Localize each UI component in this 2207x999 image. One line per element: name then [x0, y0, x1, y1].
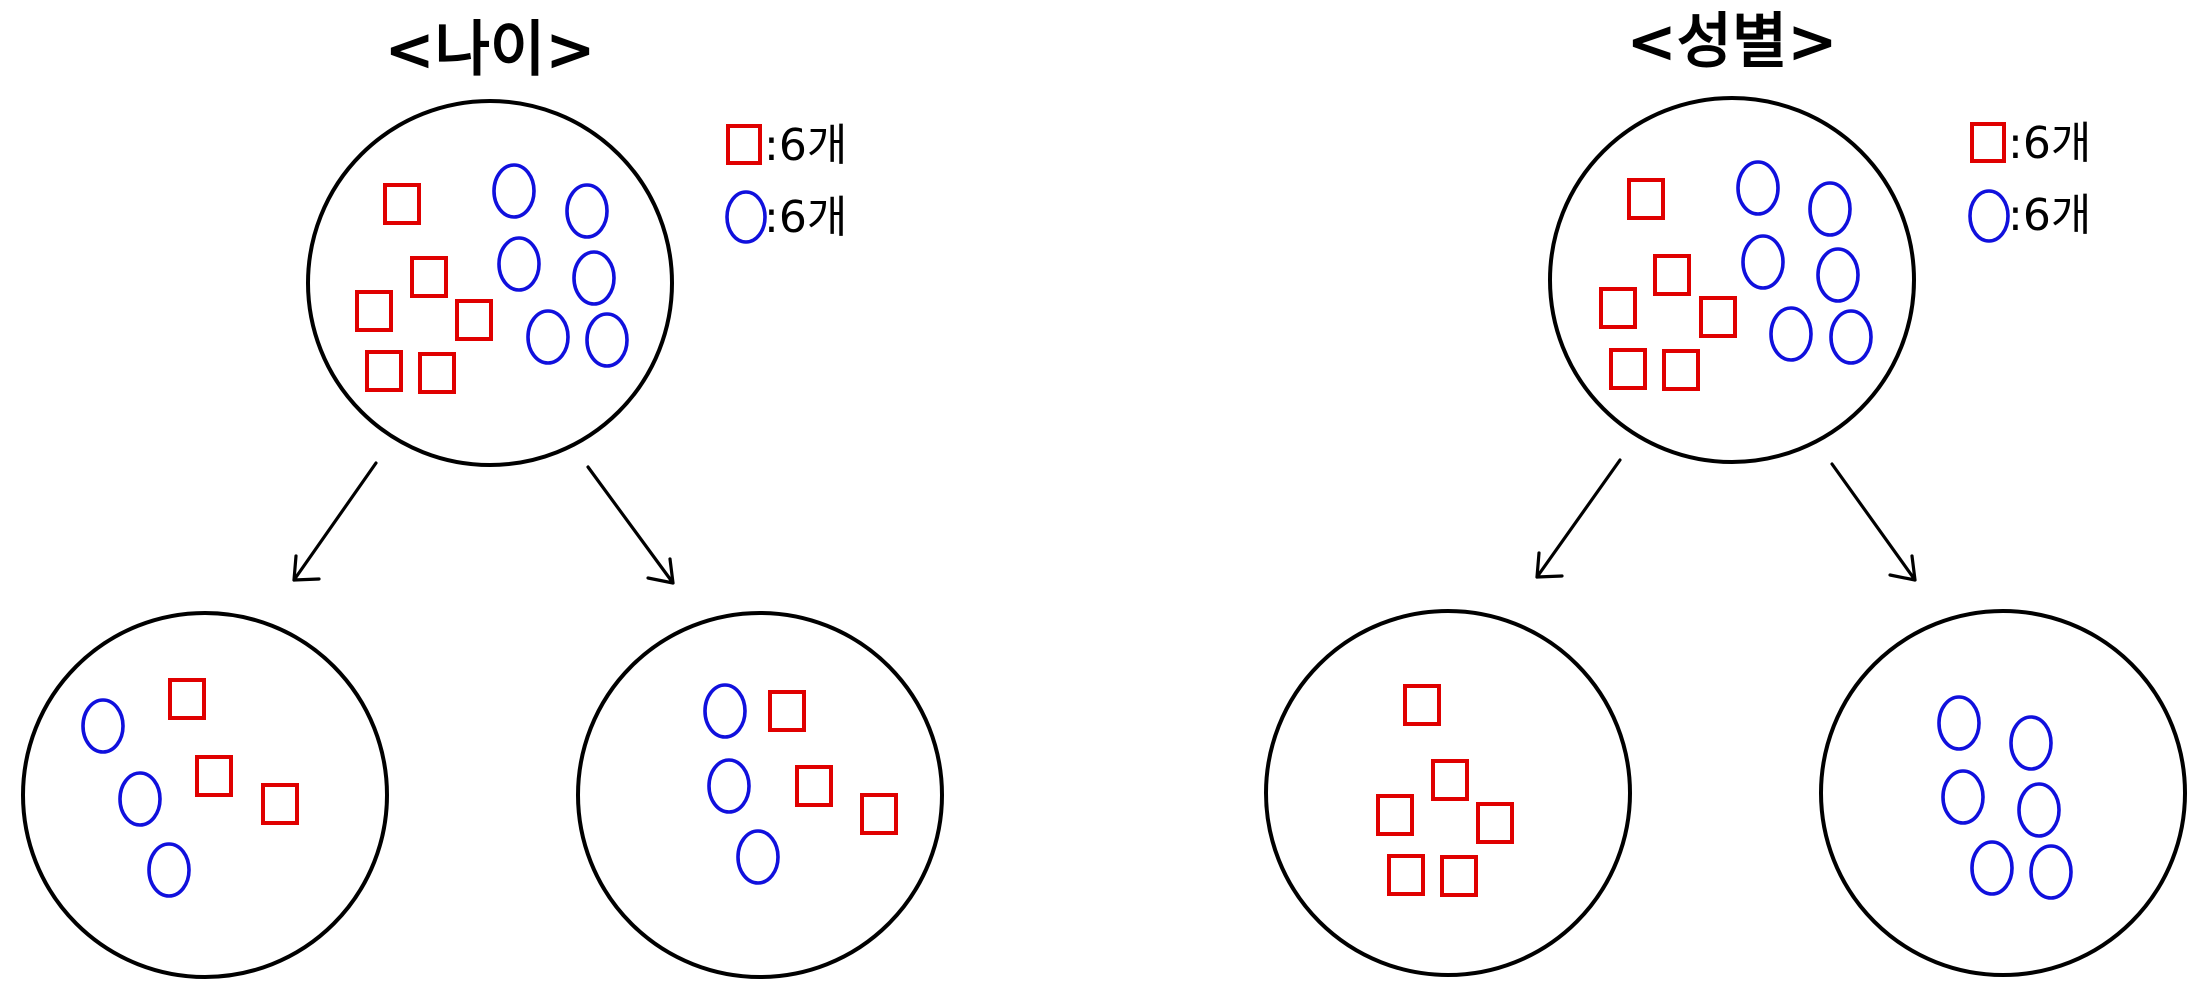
oval-icon	[736, 829, 780, 885]
right-child-circle	[1819, 609, 2187, 977]
square-icon	[1599, 287, 1637, 329]
legend-square-label: :6개	[764, 120, 847, 171]
left-child-circle	[21, 611, 389, 979]
root-node-circle	[1548, 96, 1916, 464]
square-icon	[795, 765, 833, 807]
oval-icon	[585, 312, 629, 368]
square-icon	[168, 678, 206, 720]
oval-icon	[572, 250, 616, 306]
oval-icon	[1970, 840, 2014, 896]
legend-square-icon	[726, 124, 762, 165]
legend-oval-label: :6개	[2008, 190, 2091, 241]
square-icon	[1662, 349, 1700, 391]
square-icon	[1376, 794, 1414, 836]
square-icon	[383, 183, 421, 225]
arrow-left-icon	[292, 461, 378, 582]
square-icon	[1476, 802, 1514, 844]
oval-icon	[1941, 769, 1985, 825]
diagram-gender: <성별> :6개 :6개	[1264, 7, 2187, 977]
oval-icon	[492, 163, 536, 219]
square-icon	[1699, 296, 1737, 338]
oval-icon	[2029, 844, 2073, 900]
left-child-shapes	[81, 678, 299, 898]
square-icon	[195, 755, 233, 797]
legend-square-icon	[1970, 122, 2006, 163]
legend-age: :6개 :6개	[725, 120, 847, 244]
square-icon	[1387, 854, 1425, 896]
arrow-right-icon	[586, 465, 675, 585]
square-icon	[1440, 855, 1478, 897]
oval-icon	[2009, 715, 2053, 771]
square-icon	[768, 690, 806, 732]
oval-icon	[1937, 695, 1981, 751]
legend-square-label: :6개	[2008, 118, 2091, 169]
left-child-shapes	[1376, 684, 1514, 897]
diagram-age: <나이> :6개 :6개	[21, 15, 944, 979]
oval-icon	[497, 236, 541, 292]
oval-icon	[2017, 782, 2061, 838]
right-child-shapes	[703, 683, 898, 885]
legend-oval-label: :6개	[764, 192, 847, 243]
diagram-title-gender: <성별>	[1627, 7, 1838, 77]
arrow-left-icon	[1535, 458, 1622, 579]
root-node-circle	[306, 99, 674, 467]
square-icon	[261, 783, 299, 825]
left-child-circle	[1264, 609, 1632, 977]
legend-oval-icon	[1968, 189, 2010, 243]
oval-icon	[565, 183, 609, 239]
root-node-shapes	[355, 163, 629, 394]
square-icon	[860, 793, 898, 835]
square-icon	[1403, 684, 1441, 726]
oval-icon	[1741, 234, 1785, 290]
oval-icon	[1829, 309, 1873, 365]
oval-icon	[81, 698, 125, 754]
oval-icon	[1736, 160, 1780, 216]
diagram-title-age: <나이>	[385, 15, 596, 85]
square-icon	[365, 350, 403, 392]
oval-icon	[707, 758, 751, 814]
root-node-shapes	[1599, 160, 1873, 391]
oval-icon	[526, 309, 570, 365]
oval-icon	[118, 771, 162, 827]
square-icon	[418, 352, 456, 394]
arrow-right-icon	[1830, 462, 1917, 582]
oval-icon	[1769, 306, 1813, 362]
square-icon	[1431, 759, 1469, 801]
square-icon	[1627, 178, 1665, 220]
square-icon	[455, 299, 493, 341]
right-child-shapes	[1937, 695, 2073, 900]
square-icon	[1609, 348, 1647, 390]
oval-icon	[147, 842, 191, 898]
oval-icon	[1816, 247, 1860, 303]
oval-icon	[703, 683, 747, 739]
square-icon	[355, 290, 393, 332]
legend-oval-icon	[725, 190, 767, 244]
oval-icon	[1808, 181, 1852, 237]
right-child-circle	[576, 611, 944, 979]
square-icon	[410, 256, 448, 298]
square-icon	[1653, 254, 1691, 296]
legend-gender: :6개 :6개	[1968, 118, 2091, 243]
